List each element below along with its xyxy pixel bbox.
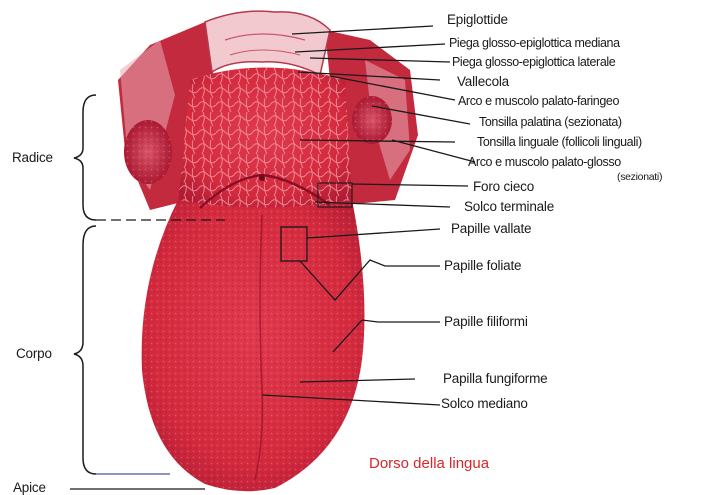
label-tonsilla-linguale: Tonsilla linguale (follicoli linguali)	[477, 136, 642, 149]
label-piega-mediana: Piega glosso-epiglottica mediana	[449, 37, 620, 50]
label-tonsilla-palatina: Tonsilla palatina (sezionata)	[479, 116, 622, 129]
label-arco-palatoglosso-note: (sezionati)	[617, 172, 662, 183]
label-papille-filiformi: Papille filiformi	[444, 315, 528, 329]
label-solco-mediano: Solco mediano	[441, 397, 528, 411]
label-papille-vallate: Papille vallate	[451, 222, 531, 236]
label-epiglottide: Epiglottide	[447, 13, 508, 27]
foramen-caecum	[259, 175, 265, 181]
label-papilla-fungiforme: Papilla fungiforme	[443, 372, 547, 386]
label-piega-laterale: Piega glosso-epiglottica laterale	[452, 56, 615, 69]
region-radice: Radice	[12, 151, 53, 165]
region-braces	[74, 95, 96, 474]
label-forame-cieco: Foro cieco	[473, 180, 534, 194]
figure-caption: Dorso della lingua	[369, 456, 489, 471]
label-vallecola: Vallecola	[457, 75, 509, 89]
epiglottis	[205, 11, 330, 75]
label-papille-foliate: Papille foliate	[444, 259, 521, 273]
label-solco-terminale: Solco terminale	[464, 200, 554, 214]
label-arco-palatoglosso: Arco e muscolo palato-glosso	[468, 156, 621, 169]
label-arco-palatofaringeo: Arco e muscolo palato-faringeo	[458, 95, 619, 108]
region-apice: Apice	[13, 481, 46, 495]
region-corpo: Corpo	[16, 347, 52, 361]
